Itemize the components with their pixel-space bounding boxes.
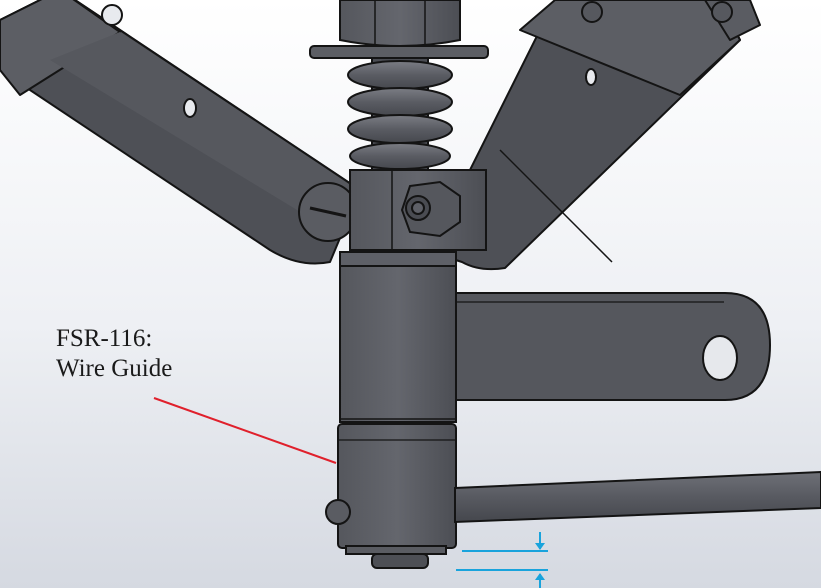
left-arm-hole-upper xyxy=(101,4,123,26)
part-name-label: Wire Guide xyxy=(56,355,173,382)
part-number-label: FSR-116: xyxy=(56,325,153,352)
wire-guide-body xyxy=(339,251,457,423)
callout-label: FSR-116: Wire Guide xyxy=(56,324,172,384)
left-link-arm xyxy=(0,0,361,265)
flat-link xyxy=(454,292,771,401)
top-nut xyxy=(339,0,461,47)
dimension-marker xyxy=(456,532,548,588)
center-hub xyxy=(349,169,487,251)
guide-rod xyxy=(325,470,821,525)
washer xyxy=(309,45,489,59)
wire-guide-collar xyxy=(337,423,457,569)
callout-leader-line xyxy=(153,397,337,464)
